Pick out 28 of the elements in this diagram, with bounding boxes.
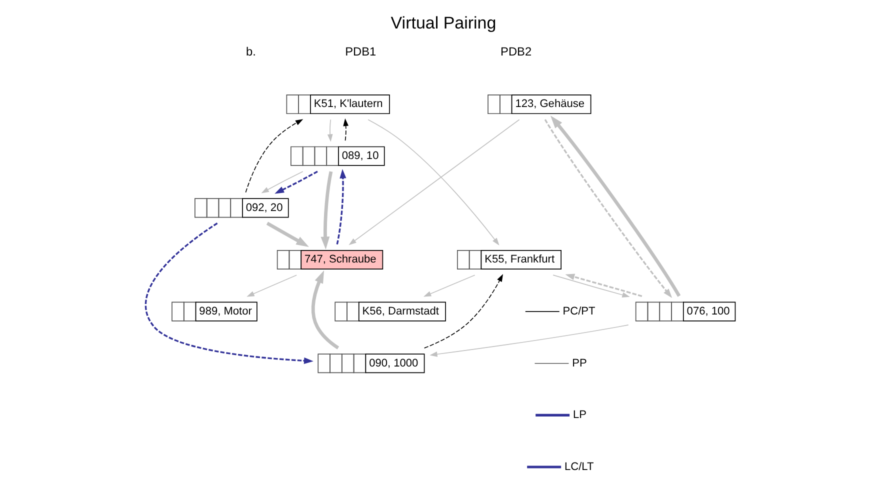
label: PDB1 (345, 44, 376, 59)
arrow (343, 118, 349, 142)
label: PDB2 (500, 44, 532, 59)
arrow (274, 170, 318, 194)
arrow (266, 222, 309, 247)
arrow (565, 274, 642, 298)
arrow (311, 270, 340, 350)
legend-label: LC/LT (564, 460, 594, 473)
legend-label: PC/PT (562, 305, 596, 318)
arrow (552, 274, 630, 298)
legend-label: PP (572, 357, 587, 370)
arrow (423, 274, 476, 297)
legend-label: LP (572, 409, 586, 422)
arrow (348, 119, 520, 246)
label: b. (246, 44, 256, 59)
arrow (245, 119, 304, 193)
node-text: 092, 20 (246, 202, 283, 214)
arrow (261, 171, 304, 194)
arrow (336, 168, 346, 244)
arrow (246, 274, 298, 297)
arrow (145, 222, 314, 364)
node-text: 089, 10 (342, 150, 379, 162)
arrow (368, 119, 500, 246)
arrow (327, 119, 333, 142)
diagram-title: Virtual Pairing (390, 14, 496, 33)
arrow (430, 324, 629, 357)
arrow (320, 171, 333, 250)
arrow (424, 274, 504, 348)
